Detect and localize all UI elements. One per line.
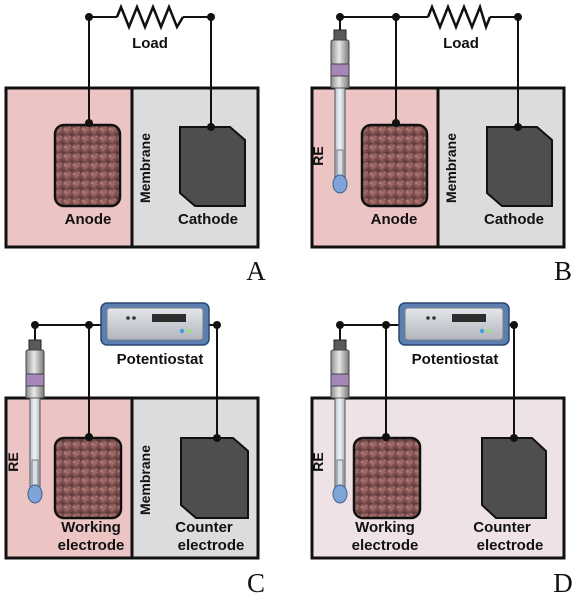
counter-electrode (481, 437, 547, 519)
wire-node (510, 321, 518, 329)
load-label: Load (443, 35, 479, 52)
resistor-load (115, 3, 185, 31)
working-electrode-label: Working (355, 519, 415, 536)
membrane-label: Membrane (443, 133, 459, 203)
cathode-electrode (179, 126, 246, 207)
panel-letter: D (553, 568, 573, 598)
resistor-load (426, 3, 492, 31)
anode-label: Anode (65, 211, 112, 228)
wire-node (392, 119, 400, 127)
panel-letter: C (247, 568, 265, 598)
panel-d: Potentiostat RE Working electrode Counte… (310, 302, 573, 598)
counter-electrode-label: electrode (477, 537, 544, 554)
re-label: RE (5, 452, 21, 471)
panel-c: Potentiostat RE Working electrode Membra… (4, 302, 265, 598)
working-electrode (352, 436, 422, 520)
potentiostat-label: Potentiostat (117, 351, 204, 368)
anode-label: Anode (371, 211, 418, 228)
load-label: Load (132, 35, 168, 52)
working-electrode (53, 436, 123, 520)
counter-electrode-label: electrode (178, 537, 245, 554)
cathode-label: Cathode (178, 211, 238, 228)
wire-node (510, 434, 518, 442)
re-label: RE (310, 146, 326, 165)
counter-electrode-label: Counter (175, 519, 233, 536)
anode-electrode (360, 123, 429, 208)
wire-node (392, 13, 400, 21)
potentiostat-label: Potentiostat (412, 351, 499, 368)
wire-node (207, 123, 215, 131)
wire-node (85, 119, 93, 127)
wire-node (514, 13, 522, 21)
potentiostat-device (398, 302, 510, 346)
wire-node (382, 433, 390, 441)
wire-node (85, 433, 93, 441)
membrane-label: Membrane (137, 445, 153, 515)
membrane-label: Membrane (137, 133, 153, 203)
reference-electrode-probe (25, 339, 45, 504)
reference-electrode-probe (330, 29, 350, 194)
reference-electrode-probe (330, 339, 350, 504)
wire-node (85, 321, 93, 329)
working-electrode-label: Working (61, 519, 121, 536)
potentiostat-device (100, 302, 210, 346)
re-label: RE (310, 452, 326, 471)
panel-letter: B (554, 256, 572, 286)
anode-electrode (53, 123, 122, 208)
wire-node (213, 321, 221, 329)
counter-electrode (180, 437, 249, 519)
wire-node (207, 13, 215, 21)
wire-node (336, 13, 344, 21)
wire-node (213, 434, 221, 442)
wire-node (514, 123, 522, 131)
cathode-label: Cathode (484, 211, 544, 228)
wire-node (31, 321, 39, 329)
wire-node (85, 13, 93, 21)
cathode-electrode (486, 126, 553, 207)
working-electrode-label: electrode (58, 537, 125, 554)
working-electrode-label: electrode (352, 537, 419, 554)
panel-letter: A (246, 256, 266, 286)
wire-node (336, 321, 344, 329)
panel-b: Load RE Anode Membrane Cathode B (310, 3, 572, 286)
wire-node (382, 321, 390, 329)
panel-a: Load Anode Membrane Cathode A (4, 3, 266, 286)
counter-electrode-label: Counter (473, 519, 531, 536)
